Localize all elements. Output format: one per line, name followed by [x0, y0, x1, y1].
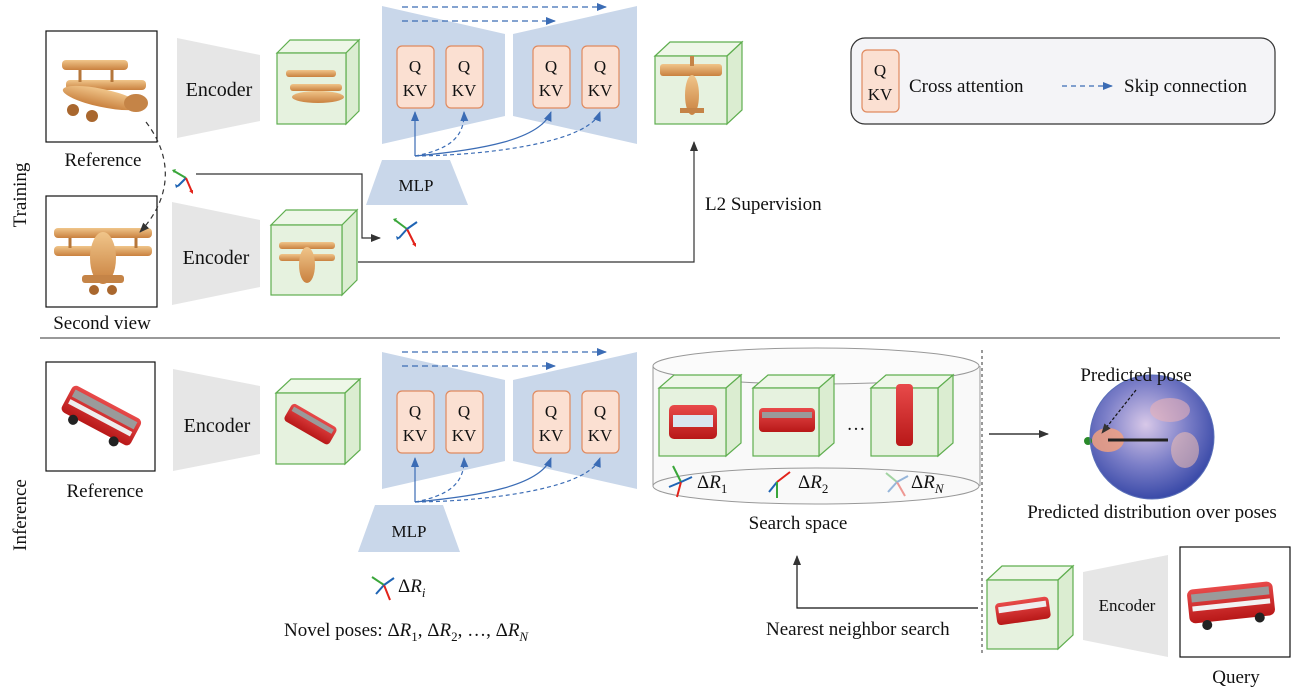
second-view-label: Second view — [53, 313, 151, 334]
delta-rn-label: ΔRN — [911, 472, 945, 496]
predicted-pose-pointer — [1101, 389, 1137, 434]
encoder-block-inference-1 — [173, 369, 260, 471]
q-text: Q — [409, 57, 421, 76]
l2-supervision-label: L2 Supervision — [705, 194, 822, 215]
unet-training: Q KV Q KV Q KV Q KV — [382, 3, 637, 144]
mlp-conditioning-arrows-inference — [411, 457, 601, 503]
cross-attention-block-inference-2: Q KV — [445, 390, 484, 454]
cross-attention-block-training-3: Q KV — [532, 45, 571, 109]
cross-attention-block-inference-4: Q KV — [581, 390, 620, 454]
pose-flow-line-training — [196, 173, 381, 242]
q-text: Q — [409, 402, 421, 421]
q-text: Q — [458, 57, 470, 76]
encoder-label-training-2: Encoder — [183, 247, 250, 269]
cross-attention-block-inference-1: Q KV — [396, 390, 435, 454]
query-image — [1179, 546, 1291, 658]
encoder-block-training-2 — [172, 202, 260, 305]
rotation-axes-icon-delta-r2 — [768, 471, 791, 498]
query-label: Query — [1212, 667, 1260, 688]
q-text: Q — [545, 57, 557, 76]
mlp-conditioning-arrows-training — [411, 111, 601, 157]
rotation-axes-icon-training-2 — [393, 218, 418, 247]
cross-attention-block-inference-3: Q KV — [532, 390, 571, 454]
legend: Q KV Cross attention Skip connection — [850, 37, 1276, 125]
encoder-label-inference-1: Encoder — [184, 415, 251, 437]
reference-image-training — [45, 30, 158, 143]
inference-label: Inference — [10, 479, 31, 551]
predicted-pose-label: Predicted pose — [1080, 365, 1191, 386]
kv-text: KV — [588, 81, 613, 100]
legend-kv-text: KV — [868, 85, 893, 104]
q-text: Q — [594, 57, 606, 76]
rotation-axes-icon-delta-r1 — [668, 465, 693, 498]
cross-attention-block-training-4: Q KV — [581, 45, 620, 109]
cross-attention-block-training-2: Q KV — [445, 45, 484, 109]
legend-qkv-swatch — [861, 49, 900, 113]
mlp-label-training: MLP — [399, 176, 434, 195]
nearest-neighbor-arrow — [793, 555, 978, 609]
kv-text: KV — [539, 426, 564, 445]
reference-image-inference — [45, 361, 156, 472]
kv-text: KV — [588, 426, 613, 445]
reference-label-inference: Reference — [67, 481, 144, 502]
encoder-block-query — [1083, 555, 1168, 657]
encoder-label-query: Encoder — [1099, 596, 1156, 615]
cross-attention-block-training-1: Q KV — [396, 45, 435, 109]
q-text: Q — [545, 402, 557, 421]
predicted-distribution-label: Predicted distribution over poses — [1027, 502, 1277, 523]
kv-text: KV — [452, 426, 477, 445]
query-latent-cube — [985, 564, 1075, 651]
kv-text: KV — [403, 426, 428, 445]
q-text: Q — [594, 402, 606, 421]
search-space-label: Search space — [749, 513, 848, 534]
search-cube-2 — [751, 373, 836, 458]
delta-r2-label: ΔR2 — [798, 472, 828, 496]
search-cube-1 — [657, 373, 743, 458]
unet-inference: Q KV Q KV Q KV Q KV — [382, 348, 637, 489]
reference-label-training: Reference — [65, 150, 142, 171]
pose-sphere — [1084, 374, 1215, 500]
training-label: Training — [10, 162, 31, 227]
mlp-label-inference: MLP — [392, 522, 427, 541]
latent-cube-inference — [274, 377, 362, 466]
search-space-ellipsis: … — [847, 414, 866, 435]
delta-r-i-label: ΔRi — [398, 576, 426, 600]
search-cube-n — [869, 373, 955, 458]
rotation-axes-icon-delta-rn — [885, 472, 909, 497]
legend-q-text: Q — [874, 61, 886, 80]
q-text: Q — [458, 402, 470, 421]
rotation-axes-icon-novel — [371, 576, 395, 601]
nearest-neighbor-label: Nearest neighbor search — [766, 619, 950, 640]
kv-text: KV — [452, 81, 477, 100]
l2-supervision-line — [358, 141, 698, 263]
output-cube-training — [653, 40, 744, 126]
delta-r1-label: ΔR1 — [697, 472, 727, 496]
kv-text: KV — [403, 81, 428, 100]
legend-cross-attention: Cross attention — [909, 76, 1024, 97]
kv-text: KV — [539, 81, 564, 100]
novel-poses-label: Novel poses: ΔR1, ΔR2, …, ΔRN — [284, 620, 529, 644]
legend-skip-connection: Skip connection — [1124, 76, 1247, 97]
mlp-block-inference — [358, 505, 460, 552]
encoder-block-training-1 — [177, 38, 260, 138]
rotation-axes-icon-training-1 — [172, 169, 193, 194]
airplane-image — [62, 60, 148, 122]
latent-cube-training-2 — [269, 208, 359, 297]
encoder-label-training-1: Encoder — [186, 79, 253, 101]
bus-image — [61, 385, 142, 447]
second-view-image — [45, 195, 158, 308]
mlp-block-training — [366, 160, 468, 205]
latent-cube-training-1 — [275, 38, 361, 126]
